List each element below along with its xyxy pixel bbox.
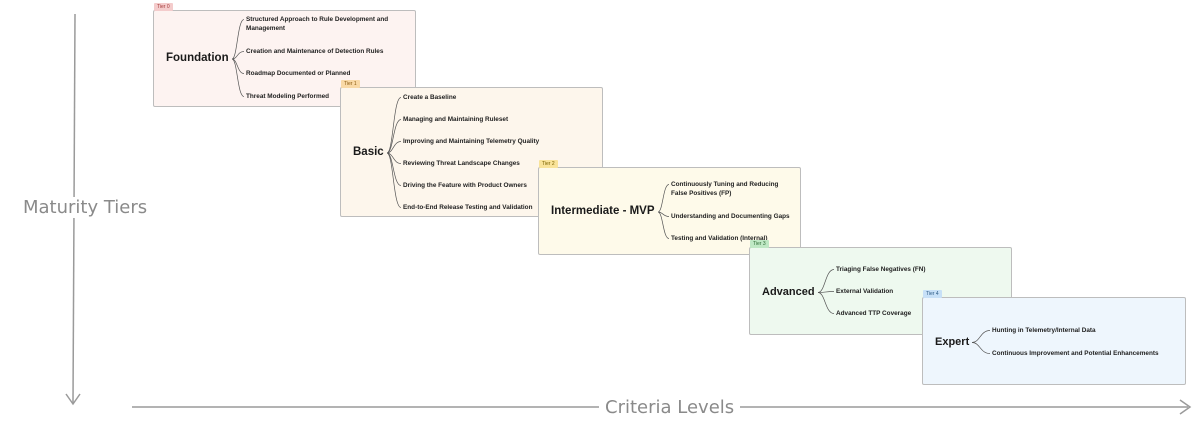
branch-connector <box>386 97 402 154</box>
tier-0-criterion: Roadmap Documented or Planned <box>246 70 351 77</box>
vertical-axis-arrowhead <box>65 393 81 406</box>
maturity-tiers-axis-label: Maturity Tiers <box>17 197 154 218</box>
horizontal-axis-arrowhead <box>1179 399 1192 415</box>
tier-3-branch-lines <box>817 269 835 314</box>
tier-1-criterion: Managing and Maintaining Ruleset <box>403 116 509 123</box>
tier-0-criterion: Threat Modeling Performed <box>246 93 330 100</box>
branch-connector <box>231 58 245 97</box>
tier-0-branch-lines <box>231 19 245 97</box>
tier-1-branch-lines <box>386 97 402 208</box>
criteria-levels-axis-label: Criteria Levels <box>599 397 741 418</box>
tier-2-criterion: Testing and Validation (Internal) <box>671 235 768 242</box>
tier-3-criterion: Triaging False Negatives (FN) <box>836 266 926 273</box>
tier-0-criterion: Structured Approach to Rule Development … <box>246 16 389 32</box>
tier-4-badge: Tier 4 <box>923 290 942 298</box>
tier-4-name: Expert <box>935 336 970 348</box>
tier-2-badge: Tier 2 <box>539 160 558 168</box>
branch-connector <box>231 51 245 60</box>
tier-1-criterion: Driving the Feature with Product Owners <box>403 182 527 189</box>
branch-connector <box>657 211 670 217</box>
tier-4-card: Tier 4 Expert Hunting in Telemetry/Inter… <box>922 290 1186 385</box>
tier-1-name: Basic <box>353 146 384 158</box>
tier-1-criterion: End-to-End Release Testing and Validatio… <box>403 204 533 211</box>
tier-1-criterion: Reviewing Threat Landscape Changes <box>403 160 520 167</box>
branch-connector <box>817 292 835 314</box>
branch-connector <box>231 58 245 74</box>
branch-connector <box>817 269 835 293</box>
branch-connector <box>386 152 402 208</box>
tier-4-criterion: Hunting in Telemetry/Internal Data <box>992 327 1096 334</box>
tier-3-name: Advanced <box>762 286 815 298</box>
branch-connector <box>386 119 402 154</box>
tier-0-card: Tier 0 Foundation Structured Approach to… <box>153 3 416 107</box>
branch-connector <box>231 19 245 60</box>
tier-1-criterion: Create a Baseline <box>403 94 457 101</box>
tier-1-criterion: Improving and Maintaining Telemetry Qual… <box>403 138 540 145</box>
tier-4-branch-lines <box>971 330 991 354</box>
tier-4-criterion: Continuous Improvement and Potential Enh… <box>992 350 1159 357</box>
branch-connector <box>657 211 670 239</box>
tier-2-branch-lines <box>657 184 670 239</box>
branch-connector <box>817 291 835 293</box>
tier-2-criterion: Continuously Tuning and Reducing False P… <box>671 181 779 197</box>
branch-connector <box>386 141 402 154</box>
tier-3-criterion: External Validation <box>836 288 894 295</box>
tier-0-criterion: Creation and Maintenance of Detection Ru… <box>246 48 384 55</box>
tier-3-criterion: Advanced TTP Coverage <box>836 310 912 317</box>
branch-connector <box>657 184 670 213</box>
tier-2-name: Intermediate - MVP <box>551 205 655 217</box>
branch-connector <box>971 330 991 343</box>
branch-connector <box>386 152 402 186</box>
tier-0-name: Foundation <box>166 52 229 64</box>
tier-0-badge: Tier 0 <box>154 3 173 11</box>
branch-connector <box>971 342 991 354</box>
tier-2-criterion: Understanding and Documenting Gaps <box>671 213 790 220</box>
tier-3-badge: Tier 3 <box>750 240 769 248</box>
tier-1-badge: Tier 1 <box>341 80 360 88</box>
